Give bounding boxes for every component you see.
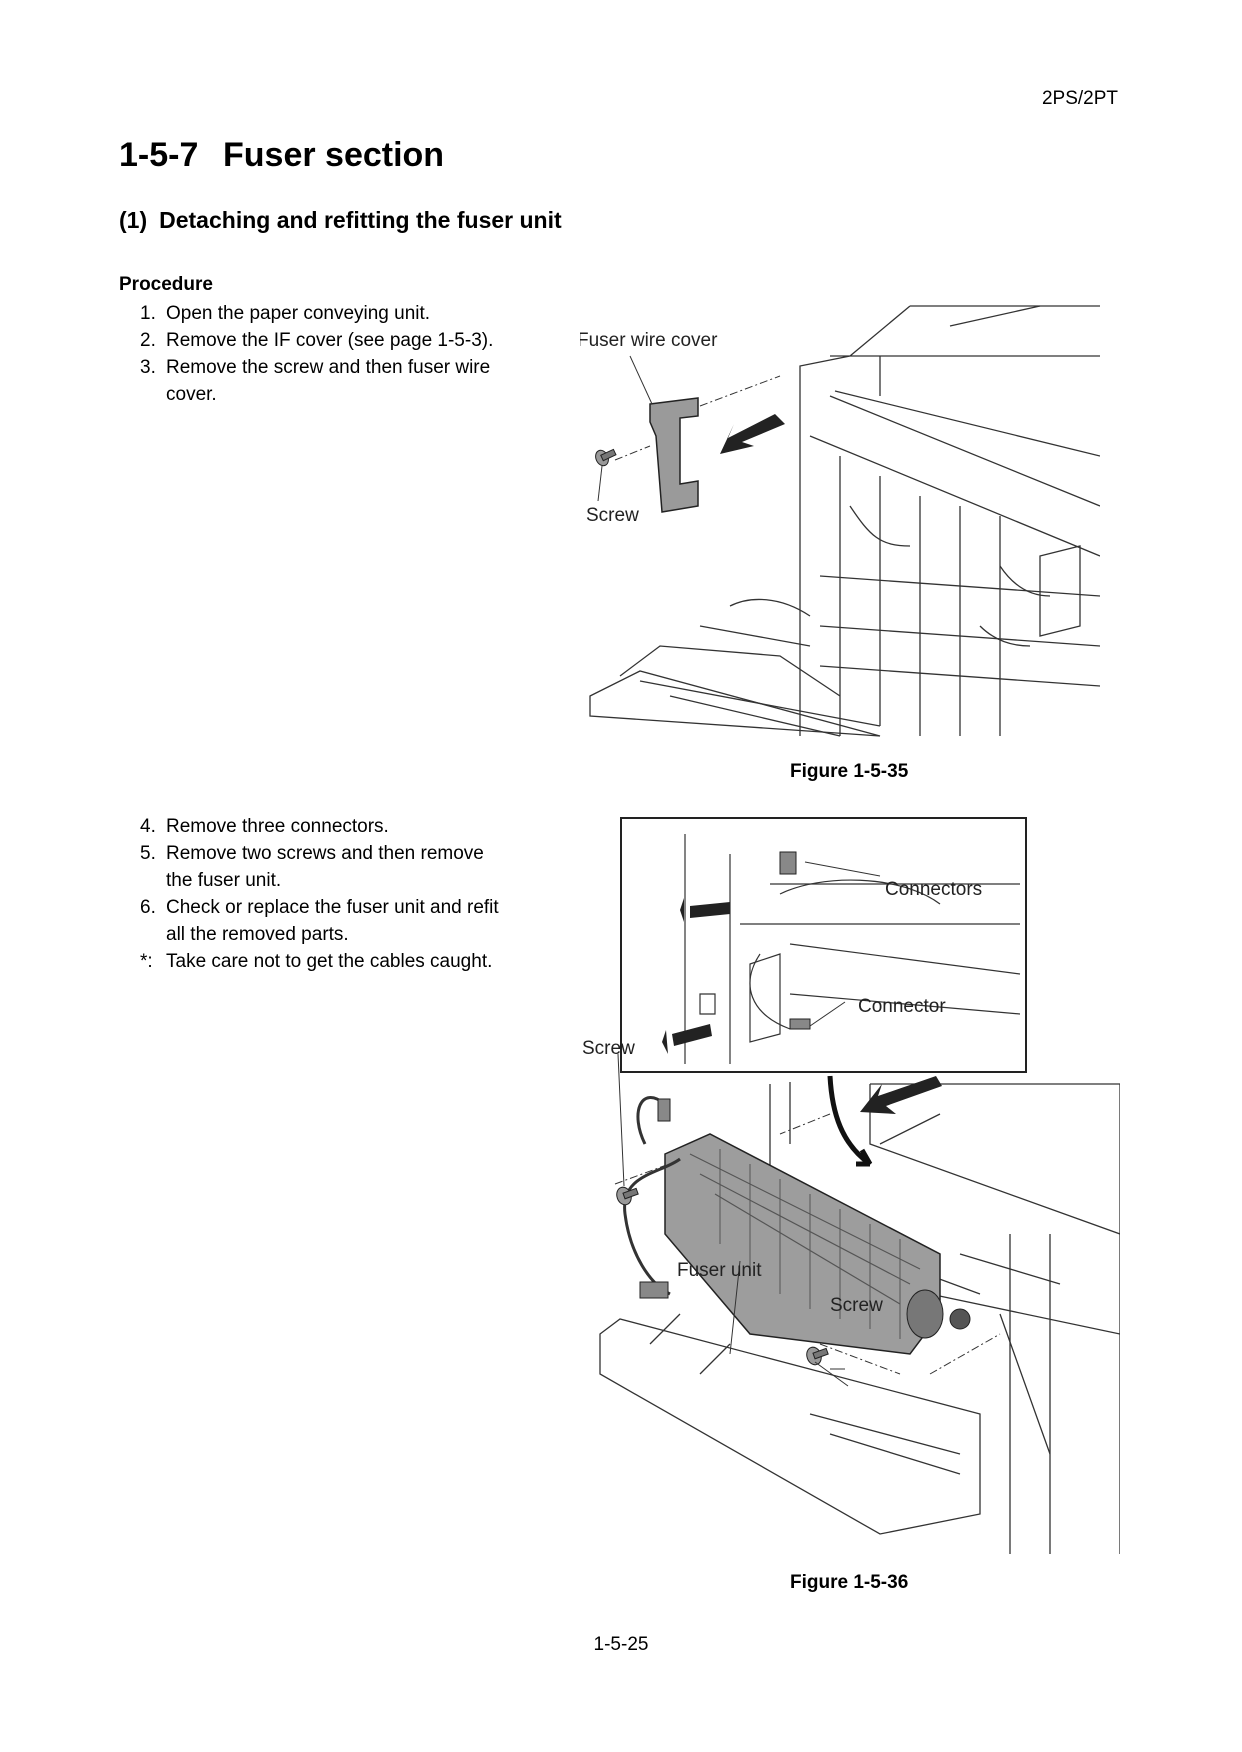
step-number: 1.: [140, 303, 156, 324]
note-line: Take care not to get the cables caught.: [166, 951, 493, 972]
subsection-title: (1) Detaching and refitting the fuser uni…: [119, 207, 562, 234]
step-item: 3. Remove the screw and then fuser wire co…: [140, 354, 560, 408]
section-title: 1-5-7 Fuser section: [119, 136, 444, 175]
note-item: *: Take care not to get the cables caught…: [140, 948, 560, 975]
fuser-unit: [664, 1133, 971, 1355]
step-line: Remove three connectors.: [166, 816, 389, 837]
step-number: 4.: [140, 816, 156, 837]
label-fuser-wire-cover: Fuser wire cover: [580, 330, 718, 351]
label-connectors: Connectors: [885, 879, 982, 900]
figure-caption-1-5-36: Figure 1-5-36: [790, 1572, 909, 1593]
figure-caption-1-5-35: Figure 1-5-35: [790, 761, 909, 782]
step-line: cover.: [166, 384, 217, 405]
step-item: 1. Open the paper conveying unit.: [140, 300, 560, 327]
label-fuser-unit: Fuser unit: [677, 1260, 762, 1281]
step-number: 5.: [140, 843, 156, 864]
step-line: the fuser unit.: [166, 870, 282, 891]
step-item: 4. Remove three connectors.: [140, 813, 560, 840]
label-connector: Connector: [858, 996, 946, 1017]
step-line: Remove the screw and then fuser wire: [166, 357, 491, 378]
step-item: 6. Check or replace the fuser unit and re…: [140, 894, 560, 948]
fuser-unit-illustration: Connectors Connector: [582, 817, 1120, 1554]
section-number: 1-5-7: [119, 136, 199, 174]
inset-pointer-arrow: [827, 1075, 873, 1167]
page-number: 1-5-25: [593, 1634, 649, 1655]
label-screw-right: Screw: [830, 1295, 883, 1316]
subsection-number: (1): [119, 207, 148, 233]
step-item: 2. Remove the IF cover (see page 1-5-3).: [140, 327, 560, 354]
procedure-steps-part1: 1. Open the paper conveying unit. 2. Remov…: [140, 300, 560, 408]
step-number: 3.: [140, 357, 156, 378]
fuser-wire-cover-illustration: Fuser wire cover Screw: [580, 305, 1100, 737]
removal-arrow-icon: [720, 414, 785, 454]
step-line: Remove the IF cover (see page 1-5-3).: [166, 330, 494, 351]
label-screw: Screw: [586, 505, 639, 526]
procedure-steps-part2: 4. Remove three connectors. 5. Remove two …: [140, 813, 560, 975]
removal-arrow-icon: [860, 1076, 942, 1114]
step-line: all the removed parts.: [166, 924, 349, 945]
note-marker: *:: [140, 951, 153, 972]
step-number: 2.: [140, 330, 156, 351]
left-arrow-icon: [662, 1024, 712, 1054]
step-line: Open the paper conveying unit.: [166, 303, 431, 324]
step-line: Remove two screws and then remove: [166, 843, 484, 864]
step-item: 5. Remove two screws and then remove the f…: [140, 840, 560, 894]
step-number: 6.: [140, 897, 156, 918]
screw-icon: [806, 1346, 829, 1366]
procedure-label: Procedure: [119, 274, 213, 295]
figure-1-5-35: Fuser wire cover Screw: [580, 296, 1100, 746]
screw-icon: [595, 448, 617, 467]
subsection-title-text: Detaching and refitting the fuser unit: [159, 207, 562, 233]
left-arrow-icon: [680, 898, 730, 922]
label-screw-left: Screw: [582, 1038, 635, 1059]
model-code: 2PS/2PT: [1041, 88, 1118, 109]
figure-1-5-36: Connectors Connector: [580, 814, 1120, 1554]
screw-icon: [616, 1186, 639, 1206]
section-title-text: Fuser section: [223, 136, 445, 174]
step-line: Check or replace the fuser unit and refi…: [166, 897, 499, 918]
